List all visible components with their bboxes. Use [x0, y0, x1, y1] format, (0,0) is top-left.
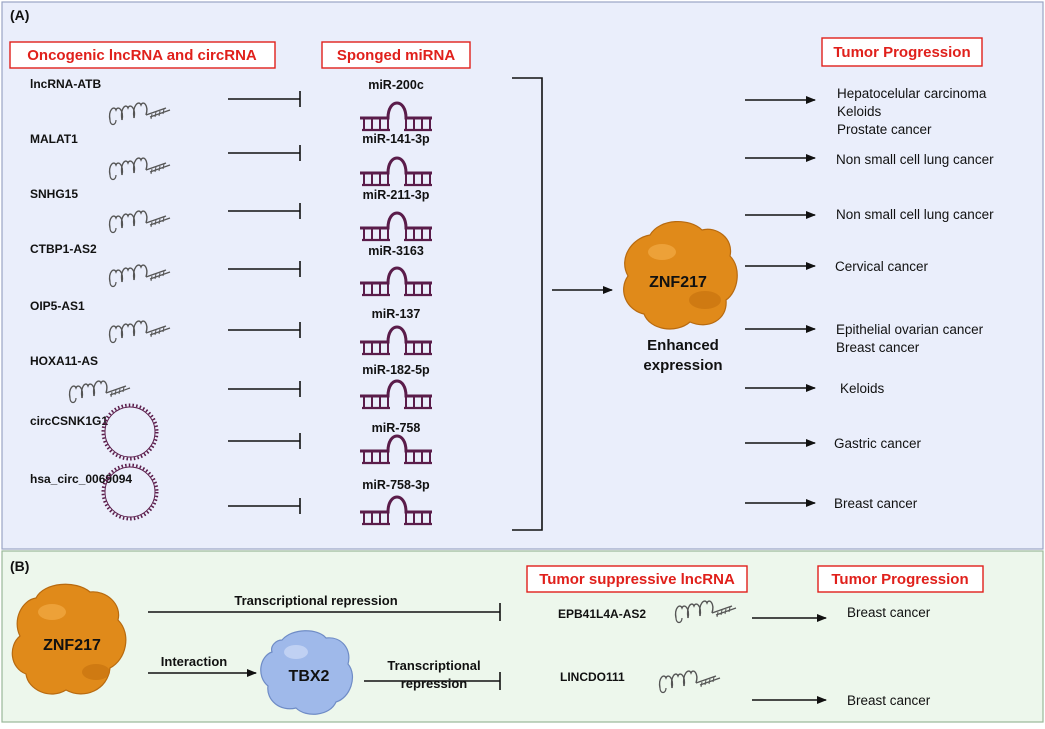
- cancer-4-1: Cervical cancer: [835, 259, 929, 274]
- suppressive-lncrna-2: LINCDO111: [560, 670, 625, 684]
- header-sponged-text: Sponged miRNA: [337, 47, 455, 64]
- mirna-name-7: miR-758: [372, 421, 421, 435]
- panel-a-background: [1, 1, 1044, 550]
- cancer-1-2: Keloids: [837, 104, 882, 119]
- rna-name-4: CTBP1-AS2: [30, 242, 97, 256]
- rna-name-5: OIP5-AS1: [30, 299, 85, 313]
- mirna-name-6: miR-182-5p: [362, 363, 430, 377]
- rna-name-2: MALAT1: [30, 132, 78, 146]
- rna-name-7: circCSNK1G1: [30, 414, 108, 428]
- cancer-5-2: Breast cancer: [836, 340, 920, 355]
- panel-a-label: (A): [10, 7, 29, 23]
- mirna-name-4: miR-3163: [368, 244, 424, 258]
- rna-name-1: lncRNA-ATB: [30, 77, 101, 91]
- interaction-label: Interaction: [161, 654, 228, 669]
- circrna-ring-8: [104, 466, 156, 518]
- mirna-name-5: miR-137: [372, 307, 421, 321]
- header-suppressive: Tumor suppressive lncRNA: [526, 565, 748, 593]
- znf217-protein: ZNF217: [623, 220, 738, 330]
- header-progression-a-text: Tumor Progression: [833, 44, 970, 61]
- znf217-label-b: ZNF217: [43, 637, 101, 654]
- header-oncogenic-text: Oncogenic lncRNA and circRNA: [27, 47, 257, 64]
- mirna-name-2: miR-141-3p: [362, 132, 430, 146]
- tbx2-protein: TBX2: [260, 630, 353, 715]
- circrna-ring-7: [104, 406, 156, 458]
- mirna-name-8: miR-758-3p: [362, 478, 430, 492]
- cancer-7-1: Gastric cancer: [834, 436, 922, 451]
- header-sponged: Sponged miRNA: [321, 41, 471, 69]
- znf217-label: ZNF217: [649, 274, 707, 291]
- enhanced-expression-line2: expression: [643, 357, 722, 374]
- suppressive-lncrna-1: EPB41L4A-AS2: [558, 607, 646, 621]
- cancer-5-1: Epithelial ovarian cancer: [836, 322, 984, 337]
- bracket: [512, 77, 543, 531]
- cancer-b-2: Breast cancer: [847, 693, 931, 708]
- cancer-2-1: Non small cell lung cancer: [836, 152, 994, 167]
- tbx2-label: TBX2: [289, 668, 330, 685]
- mirna-name-3: miR-211-3p: [363, 188, 430, 202]
- mirna-column: miR-200c miR-141-3p miR-211-3p miR-3163 miR-…: [358, 78, 434, 526]
- enhanced-expression-line1: Enhanced: [647, 337, 719, 354]
- rna-name-3: SNHG15: [30, 187, 78, 201]
- cancer-8-1: Breast cancer: [834, 496, 918, 511]
- circrna-icon-8: [101, 463, 159, 521]
- rna-name-8: hsa_circ_0069094: [30, 472, 132, 486]
- rna-name-6: HOXA11-AS: [30, 354, 98, 368]
- header-progression-a: Tumor Progression: [821, 37, 983, 67]
- mirna-name-1: miR-200c: [368, 78, 424, 92]
- znf217-protein-b: ZNF217: [11, 583, 127, 695]
- repression-label-top: Transcriptional repression: [234, 593, 397, 608]
- header-progression-b-text: Tumor Progression: [831, 571, 968, 588]
- cancer-b-1: Breast cancer: [847, 605, 931, 620]
- cancer-6-1: Keloids: [840, 381, 885, 396]
- circrna-icon-7: [101, 403, 159, 461]
- cancer-1-1: Hepatocelular carcinoma: [837, 86, 987, 101]
- repression2-line2: repression: [401, 676, 468, 691]
- inhibition-column: [228, 91, 301, 514]
- panel-b-label: (B): [10, 558, 29, 574]
- header-oncogenic: Oncogenic lncRNA and circRNA: [9, 41, 276, 69]
- cancer-3-1: Non small cell lung cancer: [836, 207, 994, 222]
- header-suppressive-text: Tumor suppressive lncRNA: [539, 571, 735, 588]
- cancer-1-3: Prostate cancer: [837, 122, 932, 137]
- header-progression-b: Tumor Progression: [817, 565, 984, 593]
- rna-column: lncRNA-ATB MALAT1SNHG15CTBP1-AS2OIP5-AS1H…: [30, 77, 171, 521]
- repression2-line1: Transcriptional: [387, 658, 480, 673]
